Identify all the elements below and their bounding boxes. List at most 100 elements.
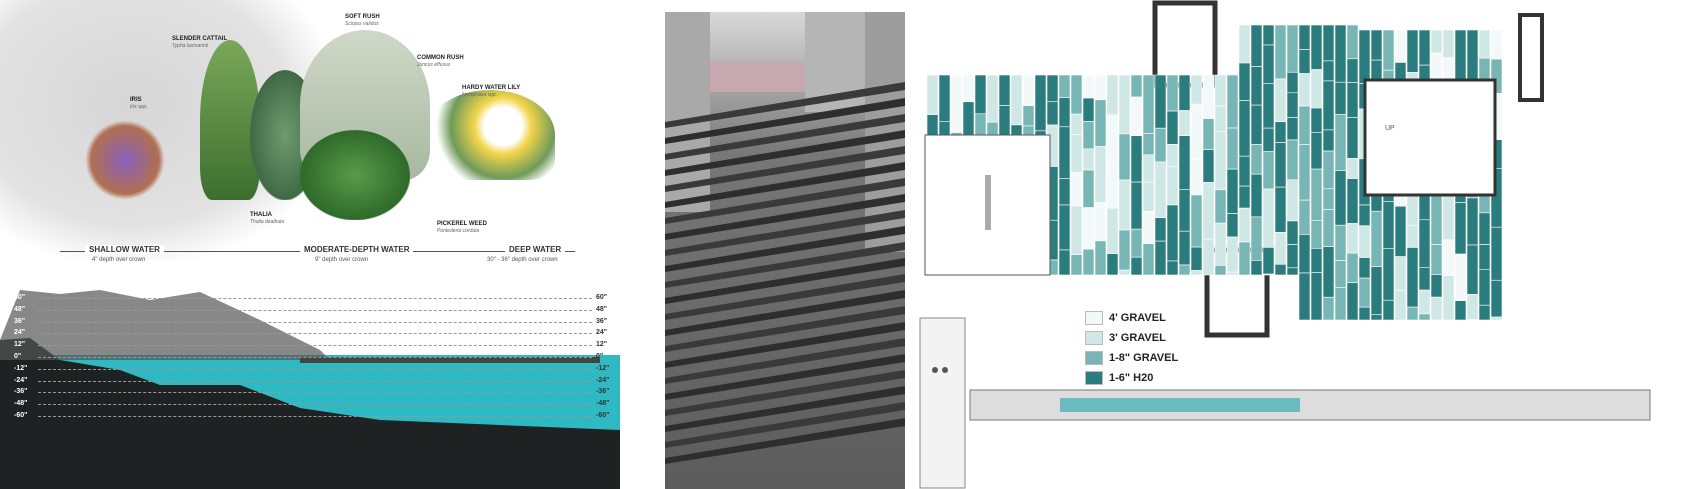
gravel-tile: [1346, 58, 1359, 83]
gravel-tile: [1358, 29, 1371, 84]
tray-frame: [665, 386, 905, 432]
gravel-tile: [1214, 105, 1227, 132]
gravel-tile: [974, 74, 987, 115]
depth-label-left: 60": [14, 294, 26, 301]
gravel-tile: [1106, 207, 1119, 254]
gravel-tile: [1166, 260, 1179, 276]
gravel-tile: [1322, 246, 1335, 298]
gravel-tile: [1286, 267, 1299, 276]
gravel-tile: [962, 101, 975, 140]
gravel-tile: [1310, 69, 1323, 109]
tray-frame: [665, 258, 905, 304]
tray-frame: [665, 146, 905, 192]
gravel-tile: [1322, 209, 1335, 247]
gravel-tile: [1202, 238, 1215, 276]
gravel-tile: [1346, 223, 1359, 254]
pickerel-weed-image: [300, 130, 410, 220]
gravel-tile: [1070, 172, 1083, 207]
gravel-tile: [1298, 24, 1311, 50]
gravel-tile: [1106, 166, 1119, 209]
gravel-tile: [1082, 248, 1095, 276]
zone-deep-depth: 30" - 36" depth over crown: [487, 257, 558, 263]
gravel-tile: [1250, 24, 1263, 67]
gravel-tile: [1178, 264, 1191, 276]
gravel-tile: [1142, 133, 1155, 156]
gravel-tile: [1022, 74, 1035, 106]
gravel-tile: [1154, 74, 1167, 129]
gravel-tile: [1298, 199, 1311, 235]
tray-frame: [665, 290, 905, 336]
gravel-tile: [1394, 29, 1407, 63]
gravel-tile: [1178, 110, 1191, 136]
gravel-tile: [1346, 117, 1359, 159]
gravel-tile: [1058, 249, 1071, 276]
gravel-tile: [1130, 181, 1143, 230]
gravel-tile: [1310, 219, 1323, 249]
gravel-tile: [1382, 201, 1395, 249]
gravel-tile: [1286, 179, 1299, 222]
gravel-tile: [1250, 66, 1263, 106]
gravel-tile: [1490, 279, 1503, 318]
gravel-tile: [1238, 100, 1251, 157]
gravel-tile: [1094, 202, 1107, 242]
gravel-tile: [1166, 110, 1179, 145]
gravel-tile: [1142, 74, 1155, 134]
gravel-tile: [1190, 194, 1203, 248]
gravel-tile: [1298, 105, 1311, 145]
zone-shallow: SHALLOW WATER: [85, 245, 164, 254]
gravel-tile: [1250, 216, 1263, 261]
gravel-tile: [1346, 82, 1359, 118]
gravel-tile: [1370, 29, 1383, 61]
tray-frame: [665, 306, 905, 352]
gravel-tile: [1286, 24, 1299, 73]
gravel-tile: [1394, 256, 1407, 291]
gravel-tile: [1058, 204, 1071, 251]
gravel-tile: [1430, 29, 1443, 54]
gravel-tile: [1286, 71, 1299, 94]
gravel-tile: [1478, 268, 1491, 306]
up-label: UP: [1385, 125, 1395, 132]
gravel-tile: [1430, 274, 1443, 298]
gravel-tile: [1058, 97, 1071, 128]
legend-label: 1-8" GRAVEL: [1109, 352, 1179, 364]
gravel-tile: [1274, 78, 1287, 123]
gravel-tile: [1214, 74, 1227, 107]
gravel-tile: [1190, 159, 1203, 196]
legend-label: 4' GRAVEL: [1109, 312, 1166, 324]
depth-label-left: 0": [14, 353, 22, 360]
gravel-tile: [1046, 101, 1059, 126]
gravel-tile: [1202, 74, 1215, 119]
depth-line: [38, 321, 592, 323]
gravel-tile: [1046, 74, 1059, 103]
depth-label-right: -48": [596, 400, 610, 408]
gravel-tile: [1394, 205, 1407, 257]
gravel-tile: [1286, 92, 1299, 118]
depth-label-right: 12": [596, 341, 608, 349]
depth-line: [38, 333, 592, 335]
depth-line: [38, 368, 592, 370]
gravel-tile: [1346, 24, 1359, 60]
zone-shallow-depth: 4" depth over crown: [92, 257, 146, 263]
tray-frame: [665, 338, 905, 384]
gravel-tile: [1166, 166, 1179, 206]
gravel-tile: [1070, 74, 1083, 115]
gravel-tile: [1190, 103, 1203, 160]
legend-swatch: [1085, 311, 1103, 325]
tray-frame: [665, 210, 905, 256]
gravel-tile: [1454, 253, 1467, 301]
gravel-tile: [1082, 97, 1095, 122]
gravel-tile: [1082, 121, 1095, 150]
gravel-tile: [1286, 139, 1299, 181]
gravel-tile: [1118, 269, 1131, 276]
depth-label-left: -48": [14, 400, 28, 408]
gravel-tile: [1478, 212, 1491, 245]
person-figure: [932, 367, 938, 373]
zone-moderate: MODERATE-DEPTH WATER: [300, 245, 414, 254]
gravel-tile: [1382, 29, 1395, 71]
gravel-tile: [1118, 229, 1131, 271]
